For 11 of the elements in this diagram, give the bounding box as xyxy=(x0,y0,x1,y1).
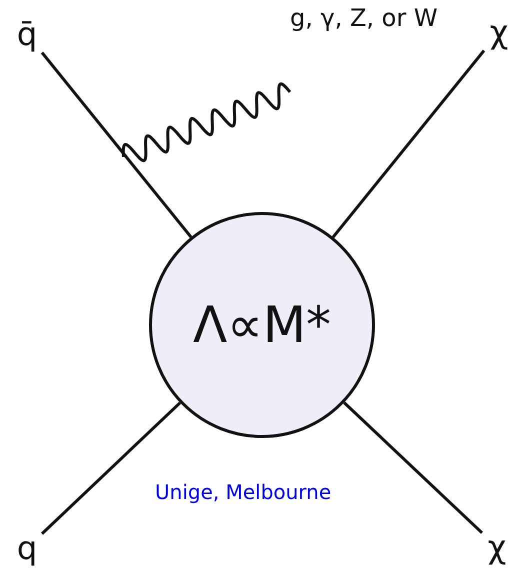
particle-label: χ xyxy=(490,16,508,48)
particle-label: q̄ xyxy=(16,18,38,50)
particle-line xyxy=(40,52,192,238)
particle-label: χ xyxy=(488,531,506,563)
vertex-label: Λ∝M* xyxy=(192,296,332,354)
credit-text: Unige, Melbourne xyxy=(155,480,332,504)
particle-line xyxy=(40,402,182,535)
particle-line xyxy=(343,402,484,534)
particle-label: q xyxy=(16,532,38,564)
particle-line xyxy=(332,50,486,238)
boson-label: g, γ, Z, or W xyxy=(290,4,438,32)
